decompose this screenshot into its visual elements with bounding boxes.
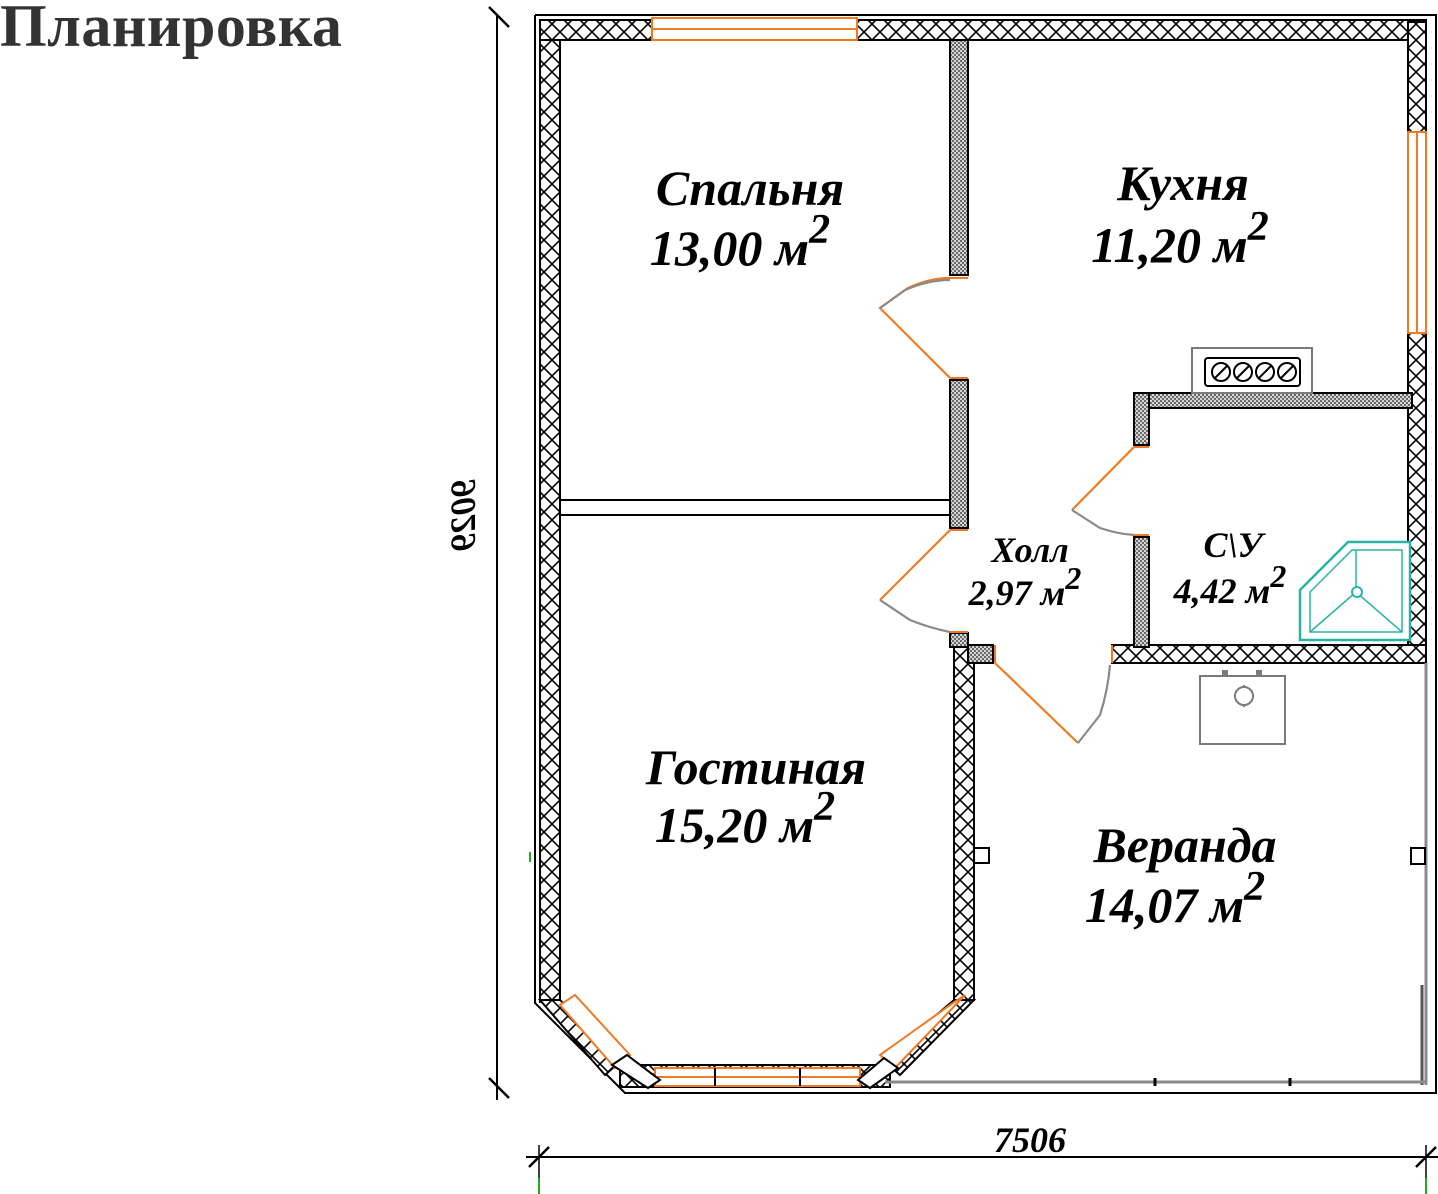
- room-veranda: Веранда 14,07 м2: [1085, 817, 1277, 933]
- room-area: 11,20 м: [1091, 217, 1248, 273]
- dimension-height-label: 9029: [443, 479, 483, 551]
- svg-text:15,20 м2: 15,20 м2: [655, 784, 835, 853]
- room-name: Веранда: [1092, 817, 1276, 873]
- room-area: 2,97 м: [968, 573, 1066, 613]
- room-area-sup: 2: [813, 784, 835, 830]
- room-area: 13,00 м: [650, 220, 809, 276]
- room-bedroom: Спальня 13,00 м2: [650, 160, 844, 276]
- room-area-sup: 2: [1247, 204, 1269, 250]
- stove-icon: [1191, 347, 1313, 394]
- door-bathroom: [1071, 446, 1149, 537]
- post-right: [1410, 847, 1426, 865]
- room-area: 15,20 м: [655, 797, 814, 853]
- room-name: Гостиная: [645, 739, 866, 795]
- doors: [878, 276, 1149, 744]
- room-hall: Холл 2,97 м2: [968, 530, 1082, 613]
- door-bedroom: [878, 276, 968, 379]
- windows: [558, 17, 1427, 1090]
- window-bay-left: [558, 993, 632, 1070]
- dimension-horizontal: [526, 1145, 1438, 1194]
- room-area: 4,42 м: [1173, 571, 1271, 611]
- room-name: Холл: [990, 530, 1068, 570]
- veranda-railing: [885, 663, 1428, 1086]
- room-living: Гостиная 15,20 м2: [645, 739, 866, 853]
- window-bay-right: [878, 994, 966, 1070]
- room-name: Спальня: [656, 160, 844, 216]
- interior-partitions: [559, 39, 1413, 664]
- svg-text:11,20 м2: 11,20 м2: [1091, 204, 1269, 273]
- room-name: Кухня: [1116, 155, 1249, 211]
- svg-text:4,42 м2: 4,42 м2: [1173, 558, 1287, 611]
- room-bathroom: С\У 4,42 м2: [1173, 525, 1287, 611]
- page-title: Планировка: [0, 0, 343, 59]
- door-living: [879, 529, 968, 634]
- post-left: [973, 847, 990, 864]
- foundation-outline: [534, 14, 1437, 1094]
- dimension-vertical: [488, 6, 531, 1100]
- exterior-walls: [537, 19, 1427, 1088]
- room-area-sup: 2: [808, 207, 830, 253]
- room-kitchen: Кухня 11,20 м2: [1091, 155, 1269, 273]
- room-area-sup: 2: [1269, 558, 1286, 594]
- shower-tray-icon: [1298, 540, 1412, 642]
- door-veranda: [994, 645, 1113, 744]
- room-name: С\У: [1203, 525, 1266, 565]
- sink-icon: [1199, 670, 1286, 745]
- svg-text:14,07 м2: 14,07 м2: [1085, 864, 1265, 933]
- room-area-sup: 2: [1064, 560, 1081, 596]
- room-area-sup: 2: [1243, 864, 1265, 910]
- svg-text:13,00 м2: 13,00 м2: [650, 207, 830, 276]
- dimension-width-label: 7506: [994, 1120, 1066, 1160]
- svg-text:2,97 м2: 2,97 м2: [968, 560, 1082, 613]
- room-area: 14,07 м: [1085, 877, 1244, 933]
